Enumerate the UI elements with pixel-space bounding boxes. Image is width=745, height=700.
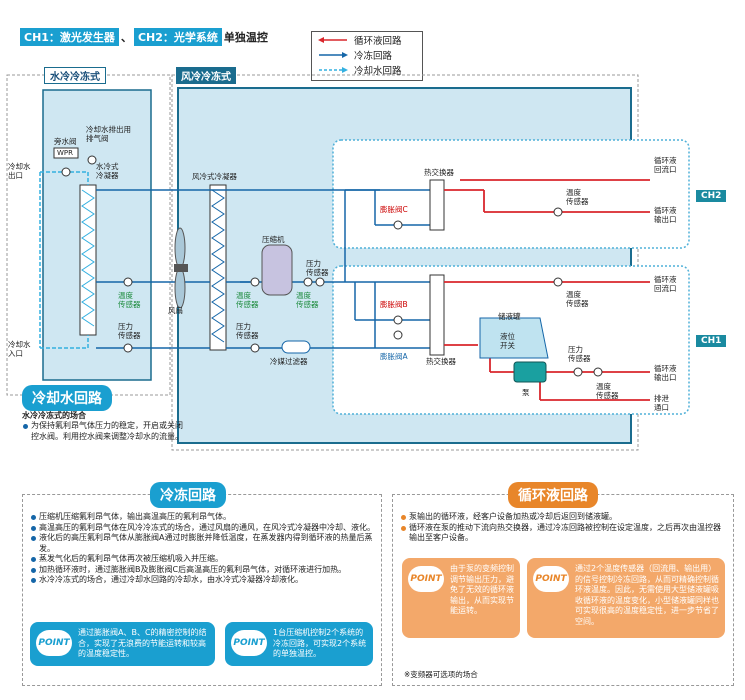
- bypass-valve-label: 旁水阀: [54, 137, 77, 146]
- legend-label: 冷冻回路: [354, 50, 393, 62]
- ch2-temp-sensor-label: 温度 传感器: [566, 188, 589, 206]
- fan-label: 风扇: [168, 306, 183, 315]
- tank-body: [479, 317, 549, 359]
- refrigeration-point-1: 通过膨胀阀A、B、C的精密控制的结合，实现了无浪费的节能运转和较高的温度稳定性。: [78, 628, 207, 658]
- legend-item-refrigeration: 冷冻回路: [318, 47, 422, 62]
- circulating-point-2: 通过2个温度传感器（回流用、输出用）的信号控制冷冻回路，从而可精确控制循环液温度…: [575, 564, 719, 626]
- circulating-point: 循环液在泵的推动下流向热交换器，通过冷冻回路被控制在设定温度，之后再次由温控器输…: [400, 523, 726, 544]
- air-cooled-outline: [171, 74, 639, 451]
- legend-item-circulating: 循环液回路: [318, 32, 422, 47]
- red-arrow-icon: [318, 36, 347, 43]
- refrigeration-title: 冷冻回路: [150, 482, 226, 508]
- header-title: CH1：激光发生器 、 CH2：光学系统 单独温控: [20, 28, 270, 46]
- filter-body: [281, 340, 311, 354]
- legend-item-cooling-water: 冷却水回路: [318, 62, 422, 77]
- fan-shape: [174, 227, 188, 309]
- system-diagram: [6, 74, 690, 451]
- ch2-return-port-label: 循环液 回流口: [654, 156, 677, 174]
- valves: [61, 155, 603, 377]
- refrigeration-point: 加热循环液时，通过膨胀阀B及膨胀阀C后高温高压的氟利昂气体，对循环液进行加热。: [30, 565, 376, 576]
- ch2-heat-exchanger-label: 热交换器: [424, 168, 454, 177]
- temp-sensor-label-wc: 温度 传感器: [118, 291, 141, 309]
- pump-label: 泵: [522, 388, 530, 397]
- circulating-point-box-2: POINT 通过2个温度传感器（回流用、输出用）的信号控制冷冻回路，从而可精确控…: [527, 558, 725, 638]
- ch1-output-port-label: 循环液 输出口: [654, 364, 677, 382]
- ch2-heat-exchanger: [429, 179, 445, 231]
- legend-label: 冷却水回路: [354, 65, 402, 77]
- expansion-b-label: 膨胀阀B: [380, 300, 408, 309]
- cooling-water-point: 为保持氟利昂气体压力的稳定，开启或关闭控水阀。利用控水阀来调整冷却水的流量。: [22, 421, 187, 442]
- compressor-label: 压缩机: [262, 235, 285, 244]
- circulating-point-box-1: POINT 由于泵的变频控制调节输出压力，避免了无效的循环液输出，从而实现节能运…: [402, 558, 520, 638]
- ch1-temp-sensor-out-label: 温度 传感器: [596, 382, 619, 400]
- wpr-box: [53, 147, 79, 159]
- ch1-pressure-sensor-label: 压力 传感器: [568, 345, 591, 363]
- circulating-title: 循环液回路: [508, 482, 598, 508]
- ch2-output-port-label: 循环液 输出口: [654, 206, 677, 224]
- refrigeration-points: 压缩机压缩氟利昂气体，输出高温高压的氟利昂气体。 高温高压的氟利昂气体在风冷冷冻…: [30, 512, 376, 586]
- cooling-water-title: 冷却水回路: [22, 385, 112, 411]
- point-badge: POINT: [231, 630, 267, 656]
- pressure-sensor-label-comp: 压力 传感器: [306, 259, 329, 277]
- pump-body: [513, 361, 547, 383]
- refrigeration-lines: [96, 189, 430, 349]
- cooling-water-heading: 水冷冷冻式的场合: [22, 411, 86, 420]
- dashed-arrow-icon: [319, 66, 348, 73]
- point-badge: POINT: [533, 566, 569, 592]
- ch1-return-port-label: 循环液 回流口: [654, 275, 677, 293]
- refrigeration-point: 蒸发气化后的氟利昂气体再次被压缩机吸入并压缩。: [30, 554, 376, 565]
- temp-sensor-label-ac: 温度 传感器: [236, 291, 259, 309]
- compressor-body: [261, 244, 293, 296]
- ch1-heat-exchanger: [429, 274, 445, 356]
- pressure-sensor-label-wc: 压力 传感器: [118, 322, 141, 340]
- circulating-point-1: 由于泵的变频控制调节输出压力，避免了无效的循环液输出，从而实现节能运转。: [450, 564, 514, 615]
- footnote: ※变频器可选项的场合: [404, 670, 478, 679]
- air-cooled-title: 风冷冷冻式: [176, 67, 236, 84]
- circulating-point: 泵输出的循环液，经客户设备加热或冷却后返回到储液罐。: [400, 512, 726, 523]
- ch1-title: CH1：激光发生器: [20, 28, 119, 46]
- refrigerant-filter-label: 冷媒过滤器: [270, 357, 308, 366]
- water-condenser-body: [79, 184, 97, 336]
- air-condenser-label: 风冷式冷凝器: [192, 172, 237, 181]
- water-cooled-area: [42, 89, 152, 381]
- ch1-temp-sensor-label: 温度 传感器: [566, 290, 589, 308]
- blue-arrow-icon: [319, 51, 348, 58]
- circulating-points: 泵输出的循环液，经客户设备加热或冷却后返回到储液罐。 循环液在泵的推动下流向热交…: [400, 512, 726, 544]
- ch1-tag: CH1: [696, 335, 727, 347]
- ch2-tag: CH2: [696, 190, 727, 202]
- title-suffix: 单独温控: [223, 31, 268, 44]
- temp-sensor-label-comp: 温度 传感器: [296, 291, 319, 309]
- water-cooled-title: 水冷冷冻式: [44, 67, 106, 84]
- ch2-title: CH2：光学系统: [133, 28, 222, 46]
- point-badge: POINT: [408, 566, 444, 592]
- refrigeration-point-box-1: POINT 通过膨胀阀A、B、C的精密控制的结合，实现了无浪费的节能运转和较高的…: [30, 622, 215, 666]
- refrigeration-point: 高温高压的氟利昂气体在风冷冷冻式的场合，通过风扇的通风，在风冷式冷凝器中冷却、液…: [30, 523, 376, 534]
- cooling-water-out-label: 冷却水 出口: [8, 162, 31, 180]
- refrigeration-point: 液化后的高压氟利昂气体从膨胀阀A通过时膨胀并降低温度，在蒸发器内得到循环液的热量…: [30, 533, 376, 554]
- wpr-label: WPR: [57, 149, 74, 157]
- pressure-sensor-label-ac: 压力 传感器: [236, 322, 259, 340]
- expansion-c-label: 膨胀阀C: [380, 205, 408, 214]
- expansion-a-label: 膨胀阀A: [380, 352, 408, 361]
- refrigeration-point-2: 1台压缩机控制2个系统的冷冻回路，可实现2个系统的单独温控。: [273, 628, 367, 658]
- legend-label: 循环液回路: [354, 35, 402, 47]
- cooling-water-in-label: 冷却水 入口: [8, 340, 31, 358]
- tank-label: 储液罐: [498, 312, 521, 321]
- water-condenser-label: 水冷式 冷凝器: [96, 162, 119, 180]
- refrigeration-point: 水冷冷冻式的场合，通过冷却水回路的冷却水，由水冷式冷凝器冷却液化。: [30, 575, 376, 586]
- point-badge: POINT: [36, 630, 72, 656]
- drain-port-label: 排泄 通口: [654, 394, 669, 412]
- level-switch-label: 液位 开关: [500, 332, 515, 350]
- ch2-region: [332, 139, 690, 249]
- drain-valve-label: 冷却水排出用 排气阀: [86, 125, 131, 143]
- refrigeration-point: 压缩机压缩氟利昂气体，输出高温高压的氟利昂气体。: [30, 512, 376, 523]
- legend: 循环液回路 冷冻回路 冷却水回路: [311, 31, 423, 81]
- refrigeration-point-box-2: POINT 1台压缩机控制2个系统的冷冻回路，可实现2个系统的单独温控。: [225, 622, 373, 666]
- cooling-water-desc: 水冷冷冻式的场合 为保持氟利昂气体压力的稳定，开启或关闭控水阀。利用控水阀来调整…: [22, 410, 187, 442]
- title-separator: 、: [120, 31, 132, 44]
- ch1-heat-exchanger-label: 热交换器: [426, 357, 456, 366]
